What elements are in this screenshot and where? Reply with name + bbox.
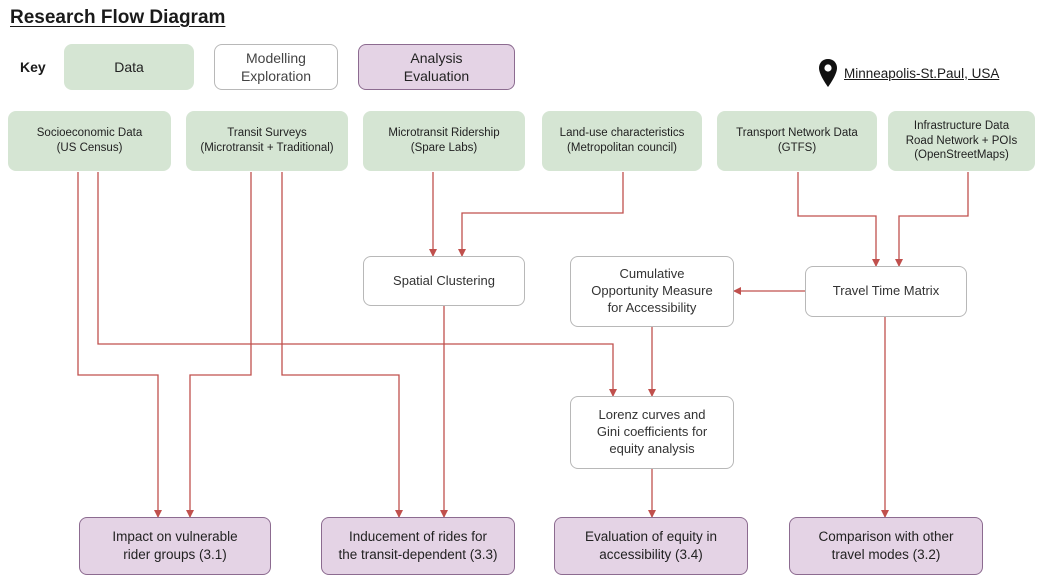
output-inducement-box: Inducement of rides for the transit-depe… bbox=[321, 517, 515, 575]
map-pin-icon bbox=[819, 59, 837, 87]
location: Minneapolis-St.Paul, USA bbox=[818, 58, 999, 88]
source-land-use-label: Land-use characteristics (Metropolitan c… bbox=[559, 127, 685, 154]
arrow-surveys-to-inducement bbox=[281, 172, 403, 518]
source-socioeconomic-label: Socioeconomic Data (US Census) bbox=[36, 127, 143, 154]
output-comparison-label: Comparison with other travel modes (3.2) bbox=[818, 529, 954, 562]
arrow-landuse-to-clustering bbox=[458, 172, 624, 257]
travel-time-matrix-box: Travel Time Matrix bbox=[805, 266, 967, 317]
arrow-surveys-to-vulnerable bbox=[186, 172, 252, 518]
lorenz-gini-box: Lorenz curves and Gini coefficients for … bbox=[570, 396, 734, 469]
output-comparison-box: Comparison with other travel modes (3.2) bbox=[789, 517, 983, 575]
source-microtransit-box: Microtransit Ridership (Spare Labs) bbox=[363, 111, 525, 171]
source-socioeconomic-box: Socioeconomic Data (US Census) bbox=[8, 111, 171, 171]
source-transit-surveys-box: Transit Surveys (Microtransit + Traditio… bbox=[186, 111, 348, 171]
output-equity-box: Evaluation of equity in accessibility (3… bbox=[554, 517, 748, 575]
output-equity-label: Evaluation of equity in accessibility (3… bbox=[584, 529, 718, 562]
lorenz-gini-label: Lorenz curves and Gini coefficients for … bbox=[596, 407, 708, 456]
key-modelling-label: Modelling Exploration bbox=[240, 49, 312, 84]
arrow-socioeconomic-to-vulnerable bbox=[77, 172, 162, 518]
source-microtransit-label: Microtransit Ridership (Spare Labs) bbox=[388, 127, 500, 154]
output-vulnerable-box: Impact on vulnerable rider groups (3.1) bbox=[79, 517, 271, 575]
diagram-title: Research Flow Diagram bbox=[10, 7, 226, 28]
source-infrastructure-label: Infrastructure Data Road Network + POIs … bbox=[905, 119, 1018, 162]
key-modelling-box: Modelling Exploration bbox=[214, 44, 338, 90]
location-link[interactable]: Minneapolis-St.Paul, USA bbox=[844, 65, 1000, 81]
key-data-label: Data bbox=[114, 58, 144, 75]
arrow-infrastructure-to-ttm bbox=[895, 172, 969, 267]
spatial-clustering-box: Spatial Clustering bbox=[363, 256, 525, 306]
travel-time-matrix-label: Travel Time Matrix bbox=[832, 283, 940, 299]
source-infrastructure-box: Infrastructure Data Road Network + POIs … bbox=[888, 111, 1035, 171]
source-transport-network-label: Transport Network Data (GTFS) bbox=[736, 127, 858, 154]
key-data-box: Data bbox=[64, 44, 194, 90]
key-analysis-box: Analysis Evaluation bbox=[358, 44, 515, 90]
cumulative-opportunity-label: Cumulative Opportunity Measure for Acces… bbox=[591, 266, 713, 315]
key-analysis-label: Analysis Evaluation bbox=[403, 49, 470, 84]
source-land-use-box: Land-use characteristics (Metropolitan c… bbox=[542, 111, 702, 171]
cumulative-opportunity-box: Cumulative Opportunity Measure for Acces… bbox=[570, 256, 734, 327]
spatial-clustering-label: Spatial Clustering bbox=[393, 272, 495, 288]
arrow-socioeconomic-to-lorenz bbox=[97, 172, 617, 397]
output-vulnerable-label: Impact on vulnerable rider groups (3.1) bbox=[112, 529, 238, 562]
source-transit-surveys-label: Transit Surveys (Microtransit + Traditio… bbox=[200, 127, 334, 154]
arrow-gtfs-to-ttm bbox=[797, 172, 880, 267]
source-transport-network-box: Transport Network Data (GTFS) bbox=[717, 111, 877, 171]
output-inducement-label: Inducement of rides for the transit-depe… bbox=[338, 529, 498, 562]
key-label: Key bbox=[20, 59, 46, 75]
